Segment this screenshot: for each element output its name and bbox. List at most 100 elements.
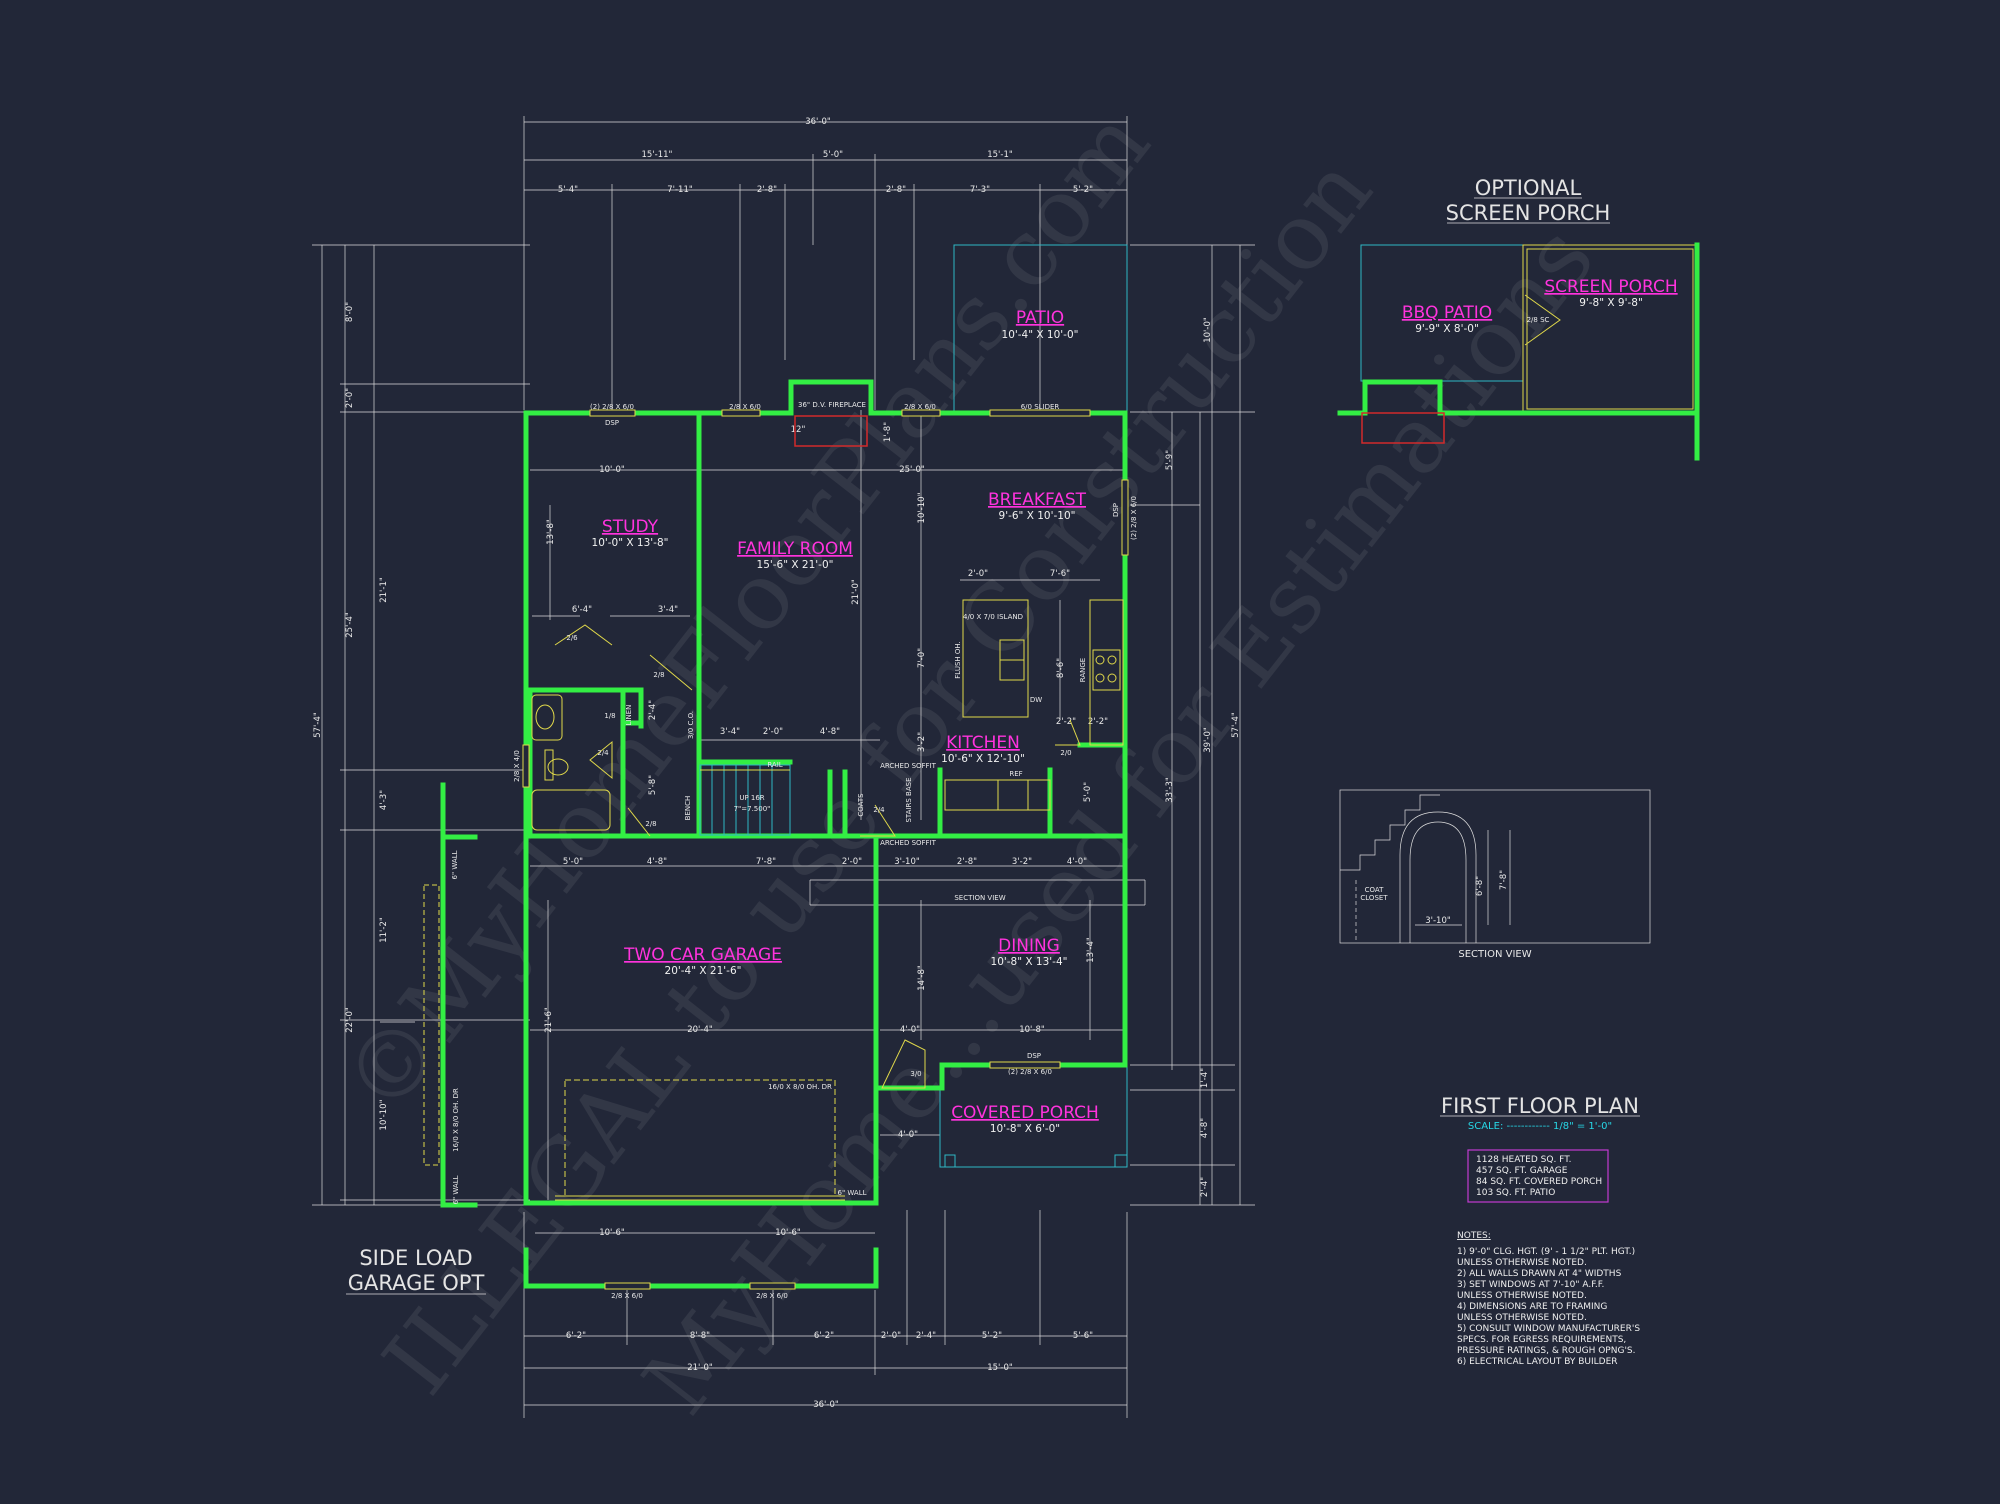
lbl-door-20: 2/0 [1060, 749, 1071, 757]
note-4b: UNLESS OTHERWISE NOTED. [1457, 1313, 1587, 1323]
dim-bot-r1-2: 8'-8" [690, 1331, 710, 1341]
dim-bot-r1-6: 5'-2" [982, 1331, 1002, 1341]
dim-left-mid-1: 25'-4" [345, 612, 355, 638]
lbl-win-dining: (2) 2/8 X 6/0 [1008, 1068, 1052, 1076]
lbl-win-bath: 2/8 X 4/0 [513, 750, 521, 782]
dim-garage-s3: 7'-8" [756, 857, 776, 867]
room-family-size: 15'-6" X 21'-0" [757, 559, 834, 571]
section-coat: COAT [1365, 886, 1385, 894]
dim-family-depth: 21'-0" [851, 579, 861, 605]
dim-study-width: 10'-0" [599, 465, 625, 475]
lbl-door-28: 2/8 [653, 671, 664, 679]
scale-line: SCALE: ------------ 1/8" = 1'-0" [1468, 1121, 1612, 1132]
dim-top-r3-6: 5'-2" [1073, 185, 1093, 195]
lbl-brk-side-win: (2) 2/8 X 6/0 [1130, 496, 1138, 540]
dim-left-outer: 57'-4" [313, 712, 323, 738]
room-labels: PATIO 10'-4" X 10'-0" STUDY 10'-0" X 13'… [592, 308, 1099, 1135]
note-3b: UNLESS OTHERWISE NOTED. [1457, 1291, 1587, 1301]
room-study-name: STUDY [602, 517, 659, 537]
dim-top-r2-2: 5'-0" [823, 150, 843, 160]
note-5c: PRESSURE RATINGS, & ROUGH OPNG'S. [1457, 1346, 1636, 1356]
bath-fixtures [531, 694, 611, 831]
dim-bath-run: 2'-4" [648, 700, 658, 720]
screen-porch-title-2: SCREEN PORCH [1446, 201, 1611, 225]
dim-right-inner-4: 4'-8" [1200, 1118, 1210, 1138]
bottom-dimensions: 6'-2" 8'-8" 6'-2" 2'-0" 2'-4" 5'-2" 5'-6… [523, 1210, 1128, 1418]
dim-dining-s1: 3'-10" [894, 857, 920, 867]
dim-dining-depth-l: 14'-8" [917, 965, 927, 991]
section-view-detail: COAT CLOSET 6'-8" 7'-8" 3'-10" SECTION V… [1339, 789, 1651, 960]
dim-garage-s2: 4'-8" [647, 857, 667, 867]
lbl-garage-win-2: 2/8 X 6/0 [756, 1292, 788, 1300]
dim-garage-s4: 2'-0" [842, 857, 862, 867]
dim-kitchen-depth: 7'-0" [917, 648, 927, 668]
lbl-fireplace: 36" D.V. FIREPLACE [798, 401, 866, 409]
lbl-arched-2: ARCHED SOFFIT [880, 839, 937, 847]
side-load-garage-option: 6" WALL 16/0 X 8/0 OH. DR SIDE LOAD GARA… [346, 782, 486, 1295]
note-4a: 4) DIMENSIONS ARE TO FRAMING [1457, 1302, 1607, 1312]
lbl-dsp-study: DSP [605, 419, 619, 427]
lbl-ref: REF [1009, 770, 1022, 778]
dim-fp-depth: 1'-8" [883, 422, 893, 442]
note-6: 6) ELECTRICAL LAYOUT BY BUILDER [1457, 1357, 1618, 1367]
side-load-title-1: SIDE LOAD [359, 1246, 472, 1270]
dim-left-inner-5: 10'-10" [379, 1099, 389, 1130]
lbl-range: RANGE [1079, 658, 1087, 682]
dim-island-off: 2'-0" [968, 569, 988, 579]
left-dimensions: 57'-4" 25'-4" 4'-3" 11'-2" 8'-0" 2'-0" 2… [312, 244, 530, 1206]
dim-fp-offset: 12" [791, 425, 806, 435]
title-block: FIRST FLOOR PLAN SCALE: ------------ 1/8… [1440, 1094, 1640, 1203]
room-screen-porch-name: SCREEN PORCH [1544, 277, 1677, 297]
dim-breakfast-depth: 10'-10" [917, 492, 927, 523]
lbl-brk-dsp: DSP [1112, 503, 1120, 517]
lbl-riser: 7"=7.500" [734, 805, 771, 813]
notes-heading: NOTES: [1457, 1231, 1491, 1241]
dim-left-mid-2: 4'-3" [379, 790, 389, 810]
dim-top-overall: 36'-0" [805, 117, 831, 127]
lbl-arched-1: ARCHED SOFFIT [880, 762, 937, 770]
dim-right-mid-2: 39'-0" [1203, 727, 1213, 753]
dim-bot-r1-5: 2'-4" [916, 1331, 936, 1341]
lbl-door-30-co: 3/0 C.O. [687, 711, 695, 739]
optional-screen-porch: OPTIONAL SCREEN PORCH BBQ PATIO 9'-9" X … [1337, 176, 1700, 461]
area-patio: 103 SQ. FT. PATIO [1476, 1188, 1555, 1198]
dim-hall: 4'-8" [820, 727, 840, 737]
area-porch: 84 SQ. FT. COVERED PORCH [1476, 1177, 1602, 1187]
dim-right-mid-1: 10'-0" [1203, 317, 1213, 343]
room-breakfast-size: 9'-6" X 10'-10" [999, 510, 1076, 522]
room-garage-size: 20'-4" X 21'-6" [665, 965, 742, 977]
room-dining-size: 10'-8" X 13'-4" [991, 956, 1068, 968]
note-3a: 3) SET WINDOWS AT 7'-10" A.F.F. [1457, 1280, 1604, 1290]
dim-left-inner-4: 22'-0" [345, 1007, 355, 1033]
dim-top-r3-2: 7'-11" [667, 185, 693, 195]
dim-garage-front-1: 10'-6" [599, 1228, 625, 1238]
dim-garage-depth: 21'-6" [544, 1007, 554, 1033]
lbl-linen: LINEN [625, 705, 633, 726]
dim-range-run: 8'-6" [1056, 658, 1066, 678]
garage-door-outline [564, 1079, 836, 1197]
windows [522, 409, 1129, 1290]
dim-right-inner-3: 1'-4" [1200, 1068, 1210, 1088]
dim-bot-r1-3: 6'-2" [814, 1331, 834, 1341]
right-dimensions: 57'-4" 10'-0" 39'-0" 5'-9" 33'-3" 1'-4" … [1130, 244, 1255, 1206]
lbl-dsp-dining: DSP [1027, 1052, 1041, 1060]
screen-porch-title-1: OPTIONAL [1475, 176, 1582, 200]
note-2: 2) ALL WALLS DRAWN AT 4" WIDTHS [1457, 1269, 1622, 1279]
dim-dining-s4: 4'-0" [1067, 857, 1087, 867]
dim-k-a: 2'-2" [1056, 717, 1076, 727]
room-patio-size: 10'-4" X 10'-0" [1002, 329, 1079, 341]
room-porch-name: COVERED PORCH [951, 1103, 1099, 1123]
dim-top-r3-4: 2'-8" [886, 185, 906, 195]
lbl-island: 4/0 X 7/0 ISLAND [963, 613, 1023, 621]
note-5a: 5) CONSULT WINDOW MANUFACTURER'S [1457, 1324, 1640, 1334]
room-bbq-size: 9'-9" X 8'-0" [1415, 323, 1479, 335]
dim-dining-depth-r: 13'-4" [1086, 937, 1096, 963]
dim-bot-r1-7: 5'-6" [1073, 1331, 1093, 1341]
dim-left-inner-2: 2'-0" [345, 388, 355, 408]
lbl-dw: DW [1030, 696, 1042, 704]
dim-right-inner-5: 2'-4" [1200, 1177, 1210, 1197]
section-closet: CLOSET [1360, 894, 1388, 902]
room-family-name: FAMILY ROOM [737, 539, 853, 559]
section-h1: 6'-8" [1475, 876, 1485, 896]
dim-dining-s2: 2'-8" [957, 857, 977, 867]
